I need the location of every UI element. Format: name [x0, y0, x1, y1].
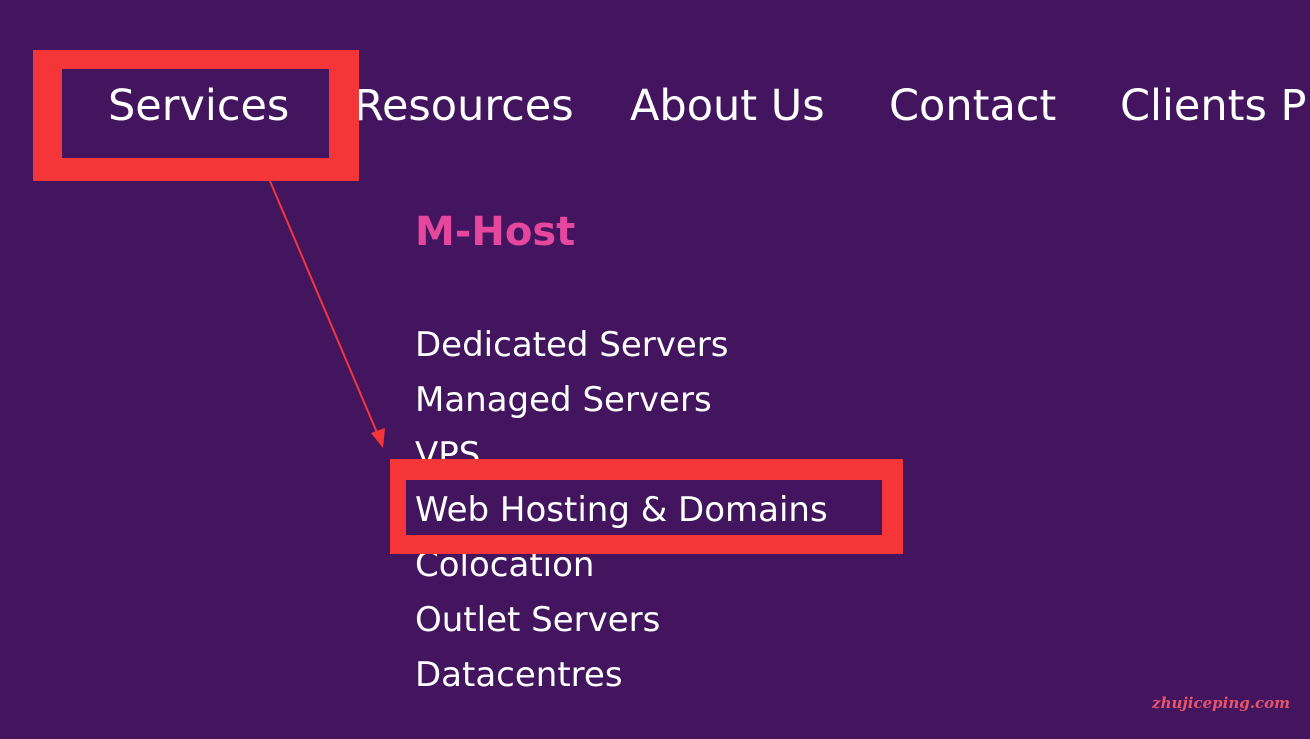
dropdown-brand-heading: M-Host — [415, 209, 576, 255]
menu-item-vps[interactable]: VPS — [415, 435, 481, 475]
nav-item-about-us[interactable]: About Us — [630, 81, 825, 131]
menu-item-managed-servers[interactable]: Managed Servers — [415, 380, 712, 420]
services-dropdown-menu: Dedicated Servers Managed Servers VPS We… — [415, 318, 828, 703]
nav-item-resources[interactable]: Resources — [354, 81, 574, 131]
nav-item-services[interactable]: Services — [108, 81, 290, 131]
menu-item-datacentres[interactable]: Datacentres — [415, 655, 623, 695]
menu-item-colocation[interactable]: Colocation — [415, 545, 595, 585]
top-navigation: Services Resources About Us Contact Clie… — [0, 76, 1310, 136]
nav-item-contact[interactable]: Contact — [889, 81, 1057, 131]
menu-item-dedicated-servers[interactable]: Dedicated Servers — [415, 325, 729, 365]
nav-item-clients-portal[interactable]: Clients P — [1120, 81, 1307, 131]
watermark: zhujiceping.com — [1152, 694, 1290, 712]
menu-item-outlet-servers[interactable]: Outlet Servers — [415, 600, 661, 640]
menu-item-web-hosting-domains[interactable]: Web Hosting & Domains — [415, 490, 828, 530]
